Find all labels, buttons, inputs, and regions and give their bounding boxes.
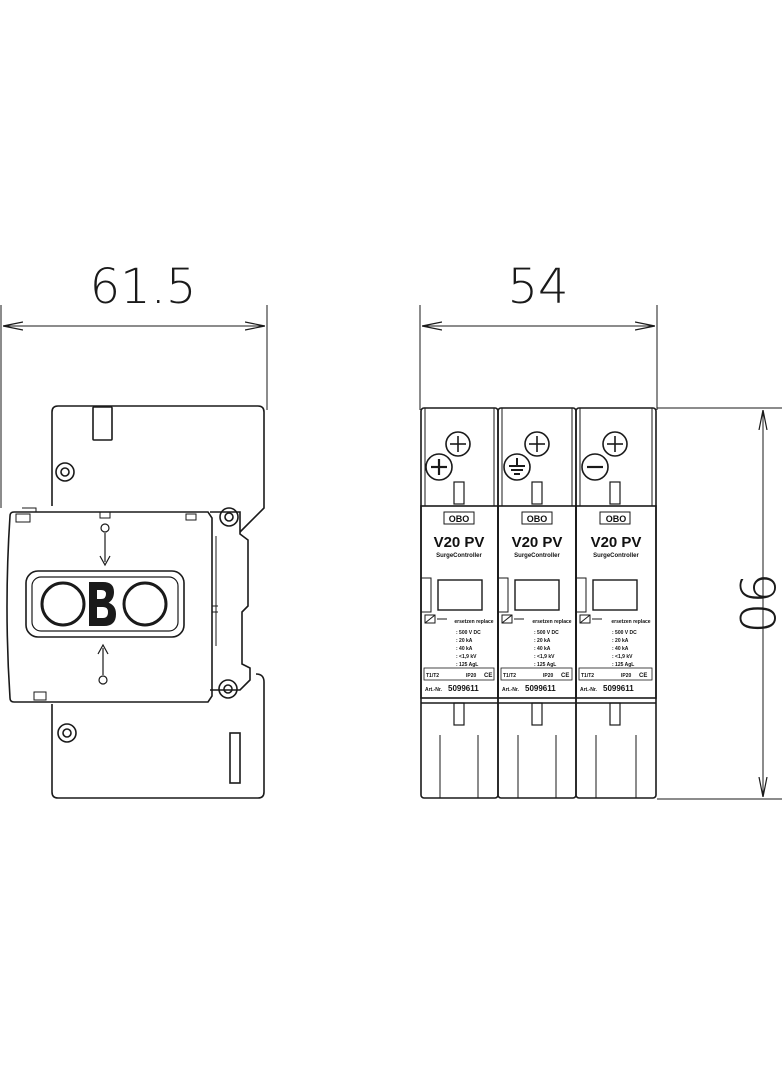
side-upper-tab xyxy=(92,406,113,441)
svg-text:CE: CE xyxy=(561,673,569,679)
plus-icon xyxy=(425,453,453,481)
side-upper-housing xyxy=(51,405,265,533)
svg-text:ersetzen replace: ersetzen replace xyxy=(532,619,571,625)
svg-text:: 40 kA: : 40 kA xyxy=(534,646,551,652)
svg-text:: 500 V DC: : 500 V DC xyxy=(612,630,637,636)
svg-text:V20 PV: V20 PV xyxy=(434,534,485,551)
svg-text:CE: CE xyxy=(639,673,647,679)
minus-icon xyxy=(581,453,609,481)
module-label-2: OBO V20 PV SurgeController ersetzen repl… xyxy=(502,514,572,693)
front-module-3 xyxy=(575,407,657,799)
svg-text:: 125 AgL: : 125 AgL xyxy=(612,662,634,668)
svg-text:OBO: OBO xyxy=(606,514,627,524)
svg-text:: 500 V DC: : 500 V DC xyxy=(534,630,559,636)
logo-letter-o-left xyxy=(40,581,86,627)
svg-text:: 125 AgL: : 125 AgL xyxy=(534,662,556,668)
svg-text:SurgeController: SurgeController xyxy=(593,553,639,559)
side-module-bottom-latch xyxy=(33,691,47,701)
terminal-screw-3 xyxy=(602,431,628,457)
terminal-screw-1 xyxy=(445,431,471,457)
dimension-side-width: 61.5 xyxy=(90,259,197,315)
side-rail-screw-top xyxy=(219,507,239,527)
logo-letter-o-right xyxy=(122,581,168,627)
svg-text:IP20: IP20 xyxy=(543,673,554,679)
svg-text:Art.-Nr.: Art.-Nr. xyxy=(425,687,443,693)
svg-text:: 125 AgL: : 125 AgL xyxy=(456,662,478,668)
svg-text:V20 PV: V20 PV xyxy=(591,534,642,551)
svg-text:SurgeController: SurgeController xyxy=(514,553,560,559)
module-label-1: OBO V20 PV SurgeController ersetzen repl… xyxy=(425,514,494,693)
side-view xyxy=(0,305,268,799)
svg-text:ersetzen replace: ersetzen replace xyxy=(454,619,493,625)
side-logo-panel-inner xyxy=(31,576,179,632)
svg-text:T1/T2: T1/T2 xyxy=(503,673,516,679)
svg-text:: 20 kA: : 20 kA xyxy=(456,638,473,644)
side-plug-module xyxy=(6,511,213,703)
svg-text:: 40 kA: : 40 kA xyxy=(612,646,629,652)
side-module-top-latch xyxy=(15,513,31,523)
svg-text:: <1,9 kV: : <1,9 kV xyxy=(534,654,555,660)
svg-text:5099611: 5099611 xyxy=(603,684,634,693)
svg-text:: 500 V DC: : 500 V DC xyxy=(456,630,481,636)
logo-letter-b xyxy=(89,582,117,626)
dimension-front-width: 54 xyxy=(507,259,568,315)
dimension-height: 90 xyxy=(728,572,784,633)
side-logo-panel-outer xyxy=(25,570,185,638)
side-rail-block xyxy=(210,511,251,691)
svg-text:T1/T2: T1/T2 xyxy=(581,673,594,679)
module-label-3: OBO V20 PV SurgeController ersetzen repl… xyxy=(580,514,651,693)
svg-text:Art.-Nr.: Art.-Nr. xyxy=(580,687,598,693)
svg-text:: <1,9 kV: : <1,9 kV xyxy=(456,654,477,660)
svg-text:Art.-Nr.: Art.-Nr. xyxy=(502,687,520,693)
earth-icon xyxy=(503,453,531,481)
side-upper-screw xyxy=(55,462,75,482)
svg-text:: 20 kA: : 20 kA xyxy=(612,638,629,644)
svg-text:IP20: IP20 xyxy=(466,673,477,679)
svg-text:SurgeController: SurgeController xyxy=(436,553,482,559)
svg-text:ersetzen replace: ersetzen replace xyxy=(611,619,650,625)
svg-text:V20 PV: V20 PV xyxy=(512,534,563,551)
svg-text:: 20 kA: : 20 kA xyxy=(534,638,551,644)
side-rail-screw-bottom xyxy=(218,679,238,699)
side-lower-screw xyxy=(57,723,77,743)
svg-text:: <1,9 kV: : <1,9 kV xyxy=(612,654,633,660)
svg-text:: 40 kA: : 40 kA xyxy=(456,646,473,652)
side-lower-slot xyxy=(229,732,241,784)
side-lower-housing xyxy=(51,673,265,799)
svg-text:T1/T2: T1/T2 xyxy=(426,673,439,679)
front-view xyxy=(419,305,782,800)
svg-text:CE: CE xyxy=(484,673,492,679)
svg-text:5099611: 5099611 xyxy=(525,684,556,693)
svg-text:IP20: IP20 xyxy=(621,673,632,679)
svg-text:OBO: OBO xyxy=(449,514,470,524)
terminal-screw-2 xyxy=(524,431,550,457)
svg-text:5099611: 5099611 xyxy=(448,684,479,693)
svg-text:OBO: OBO xyxy=(527,514,548,524)
